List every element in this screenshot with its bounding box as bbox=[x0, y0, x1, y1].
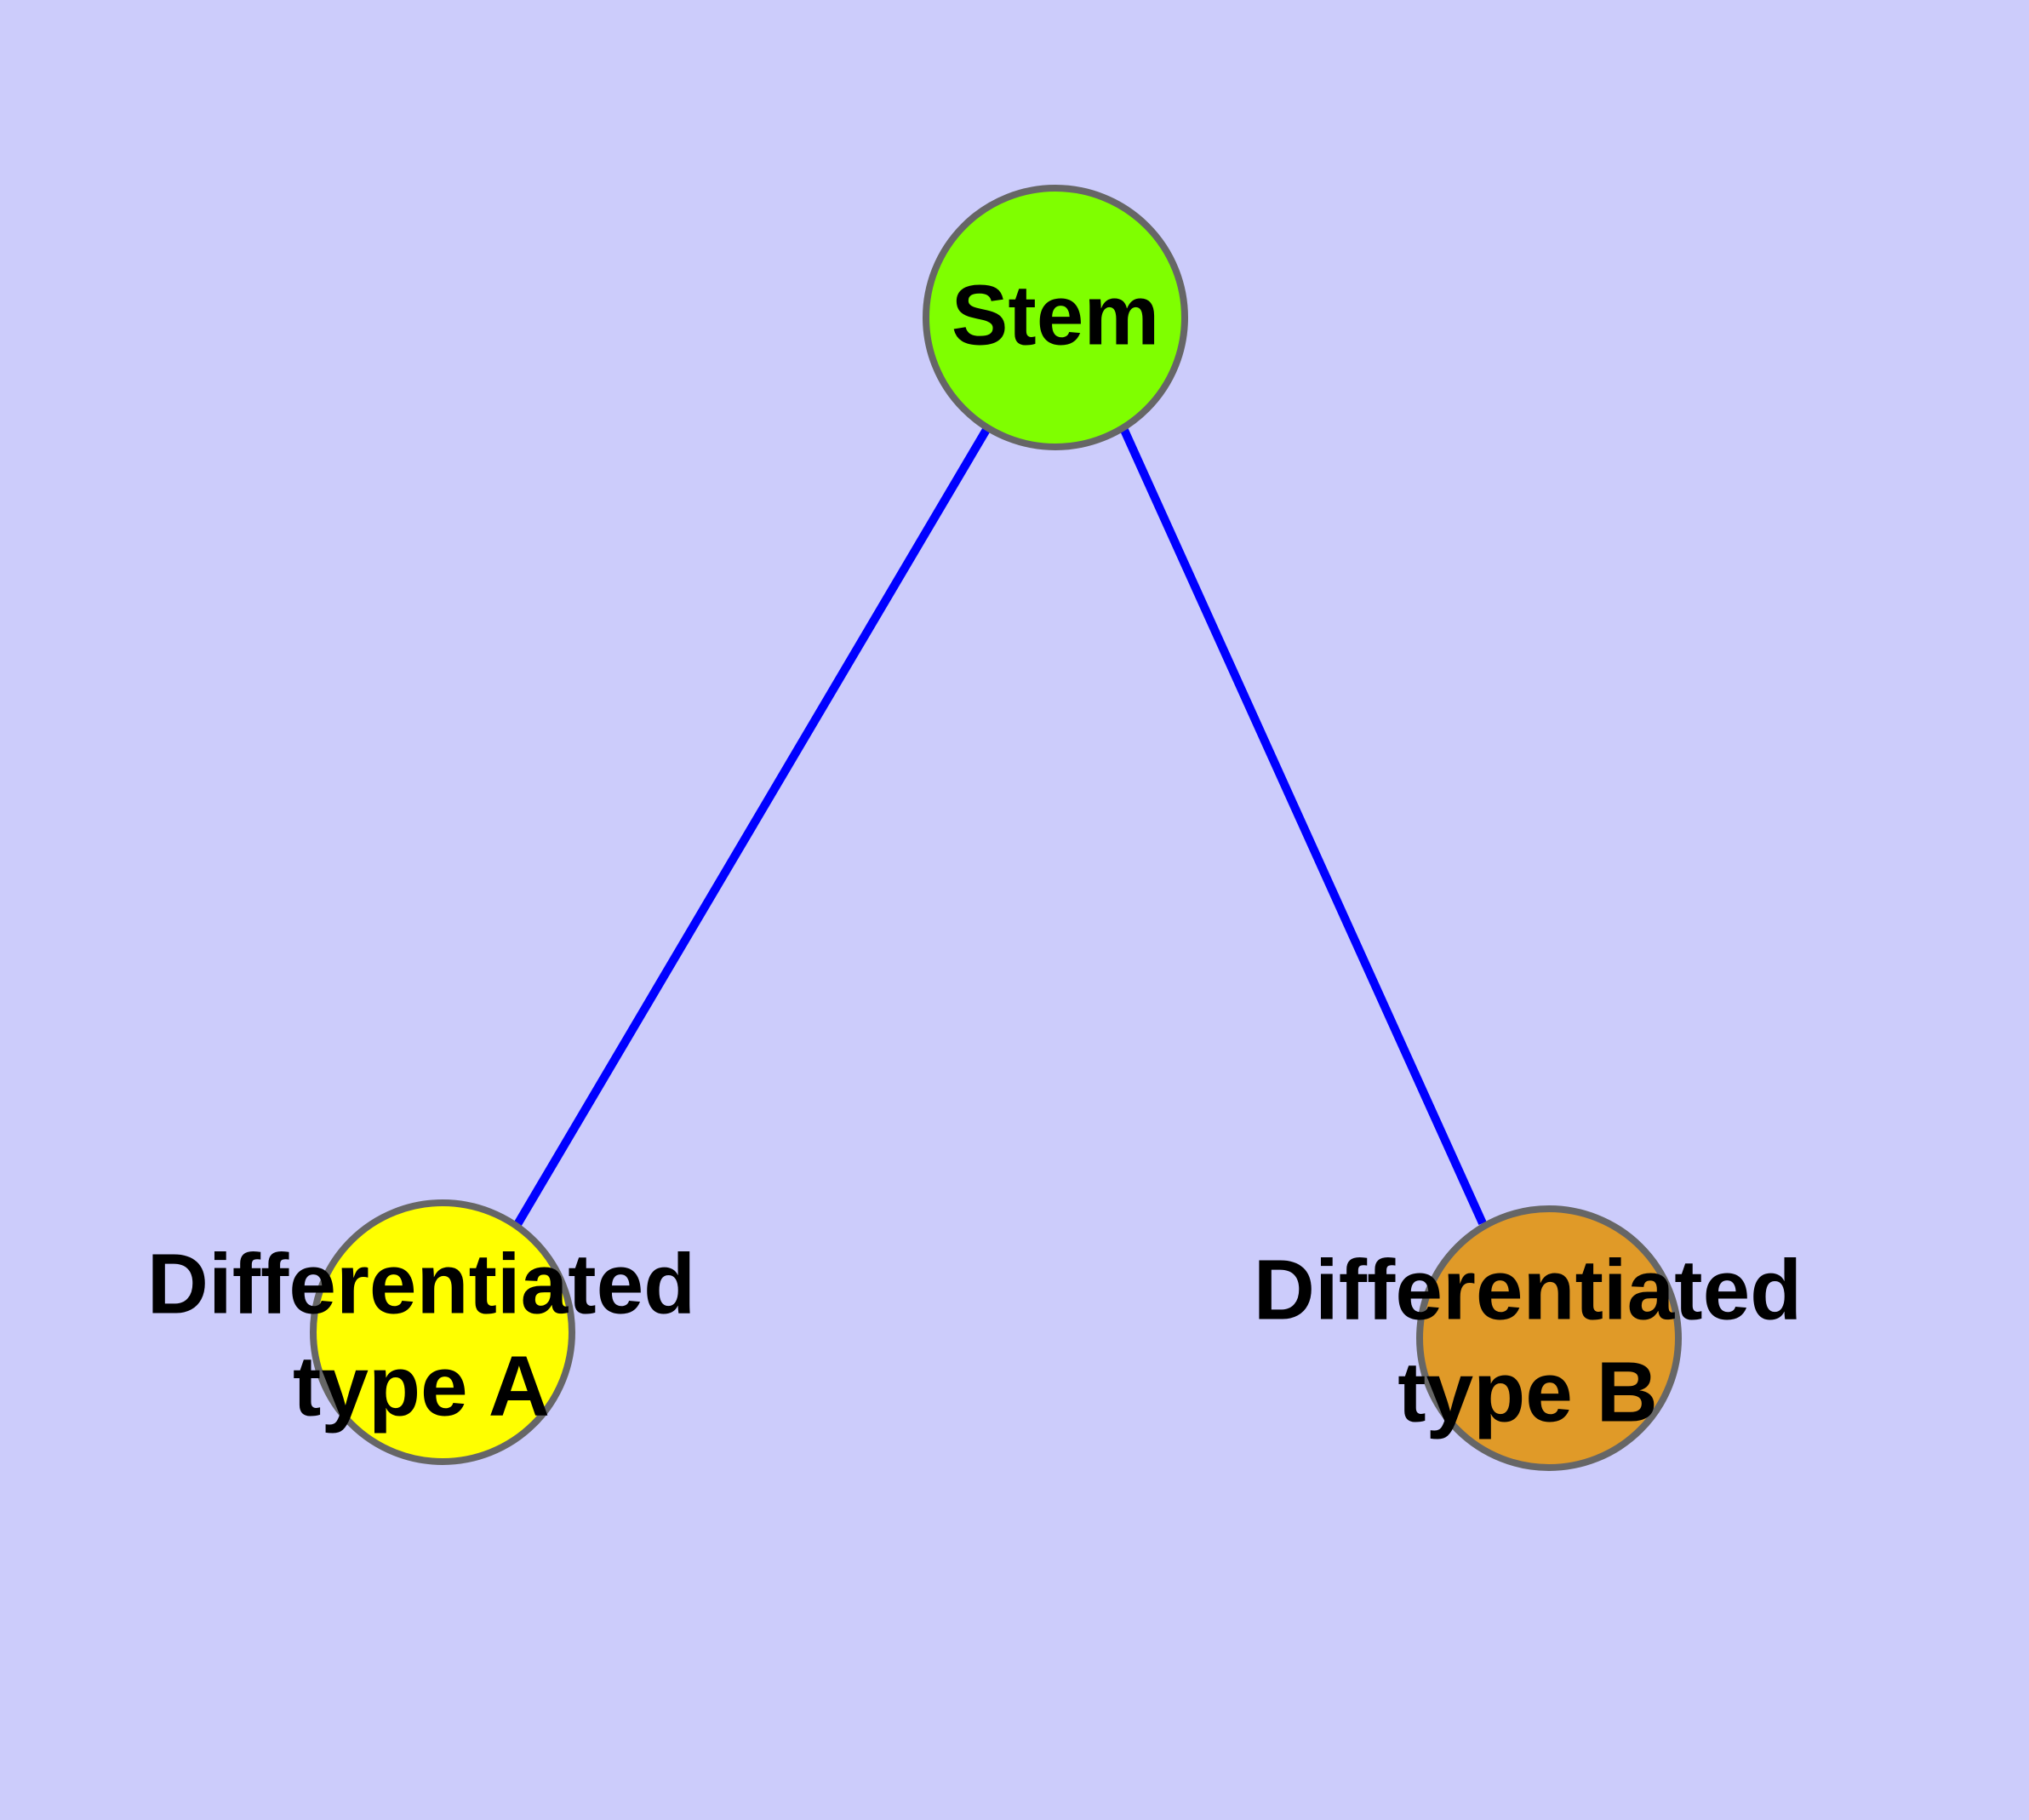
node-differentiated-type-a-circle[interactable] bbox=[310, 1199, 575, 1465]
node-differentiated-type-b-label-line2: type B bbox=[1397, 1344, 1658, 1439]
edge-layer bbox=[512, 426, 1487, 1228]
node-differentiated-type-b[interactable]: Differentiated type B bbox=[1254, 1205, 1803, 1471]
node-stem-label: Stem bbox=[952, 267, 1160, 363]
node-differentiated-type-b-circle[interactable] bbox=[1416, 1205, 1682, 1471]
node-differentiated-type-a[interactable]: Differentiated type A bbox=[147, 1199, 696, 1465]
node-differentiated-type-a-label-line1: Differentiated bbox=[147, 1236, 696, 1331]
node-layer: Stem Differentiated type A Differentiate… bbox=[147, 185, 1803, 1471]
node-stem[interactable]: Stem bbox=[923, 185, 1188, 450]
node-stem-circle[interactable] bbox=[923, 185, 1188, 450]
node-differentiated-type-b-label-line1: Differentiated bbox=[1254, 1242, 1803, 1337]
edge-stem-to-differentiated-type-b[interactable] bbox=[1119, 426, 1487, 1226]
node-differentiated-type-a-label-line2: type A bbox=[293, 1338, 550, 1434]
edge-stem-to-differentiated-type-a[interactable] bbox=[512, 426, 992, 1228]
